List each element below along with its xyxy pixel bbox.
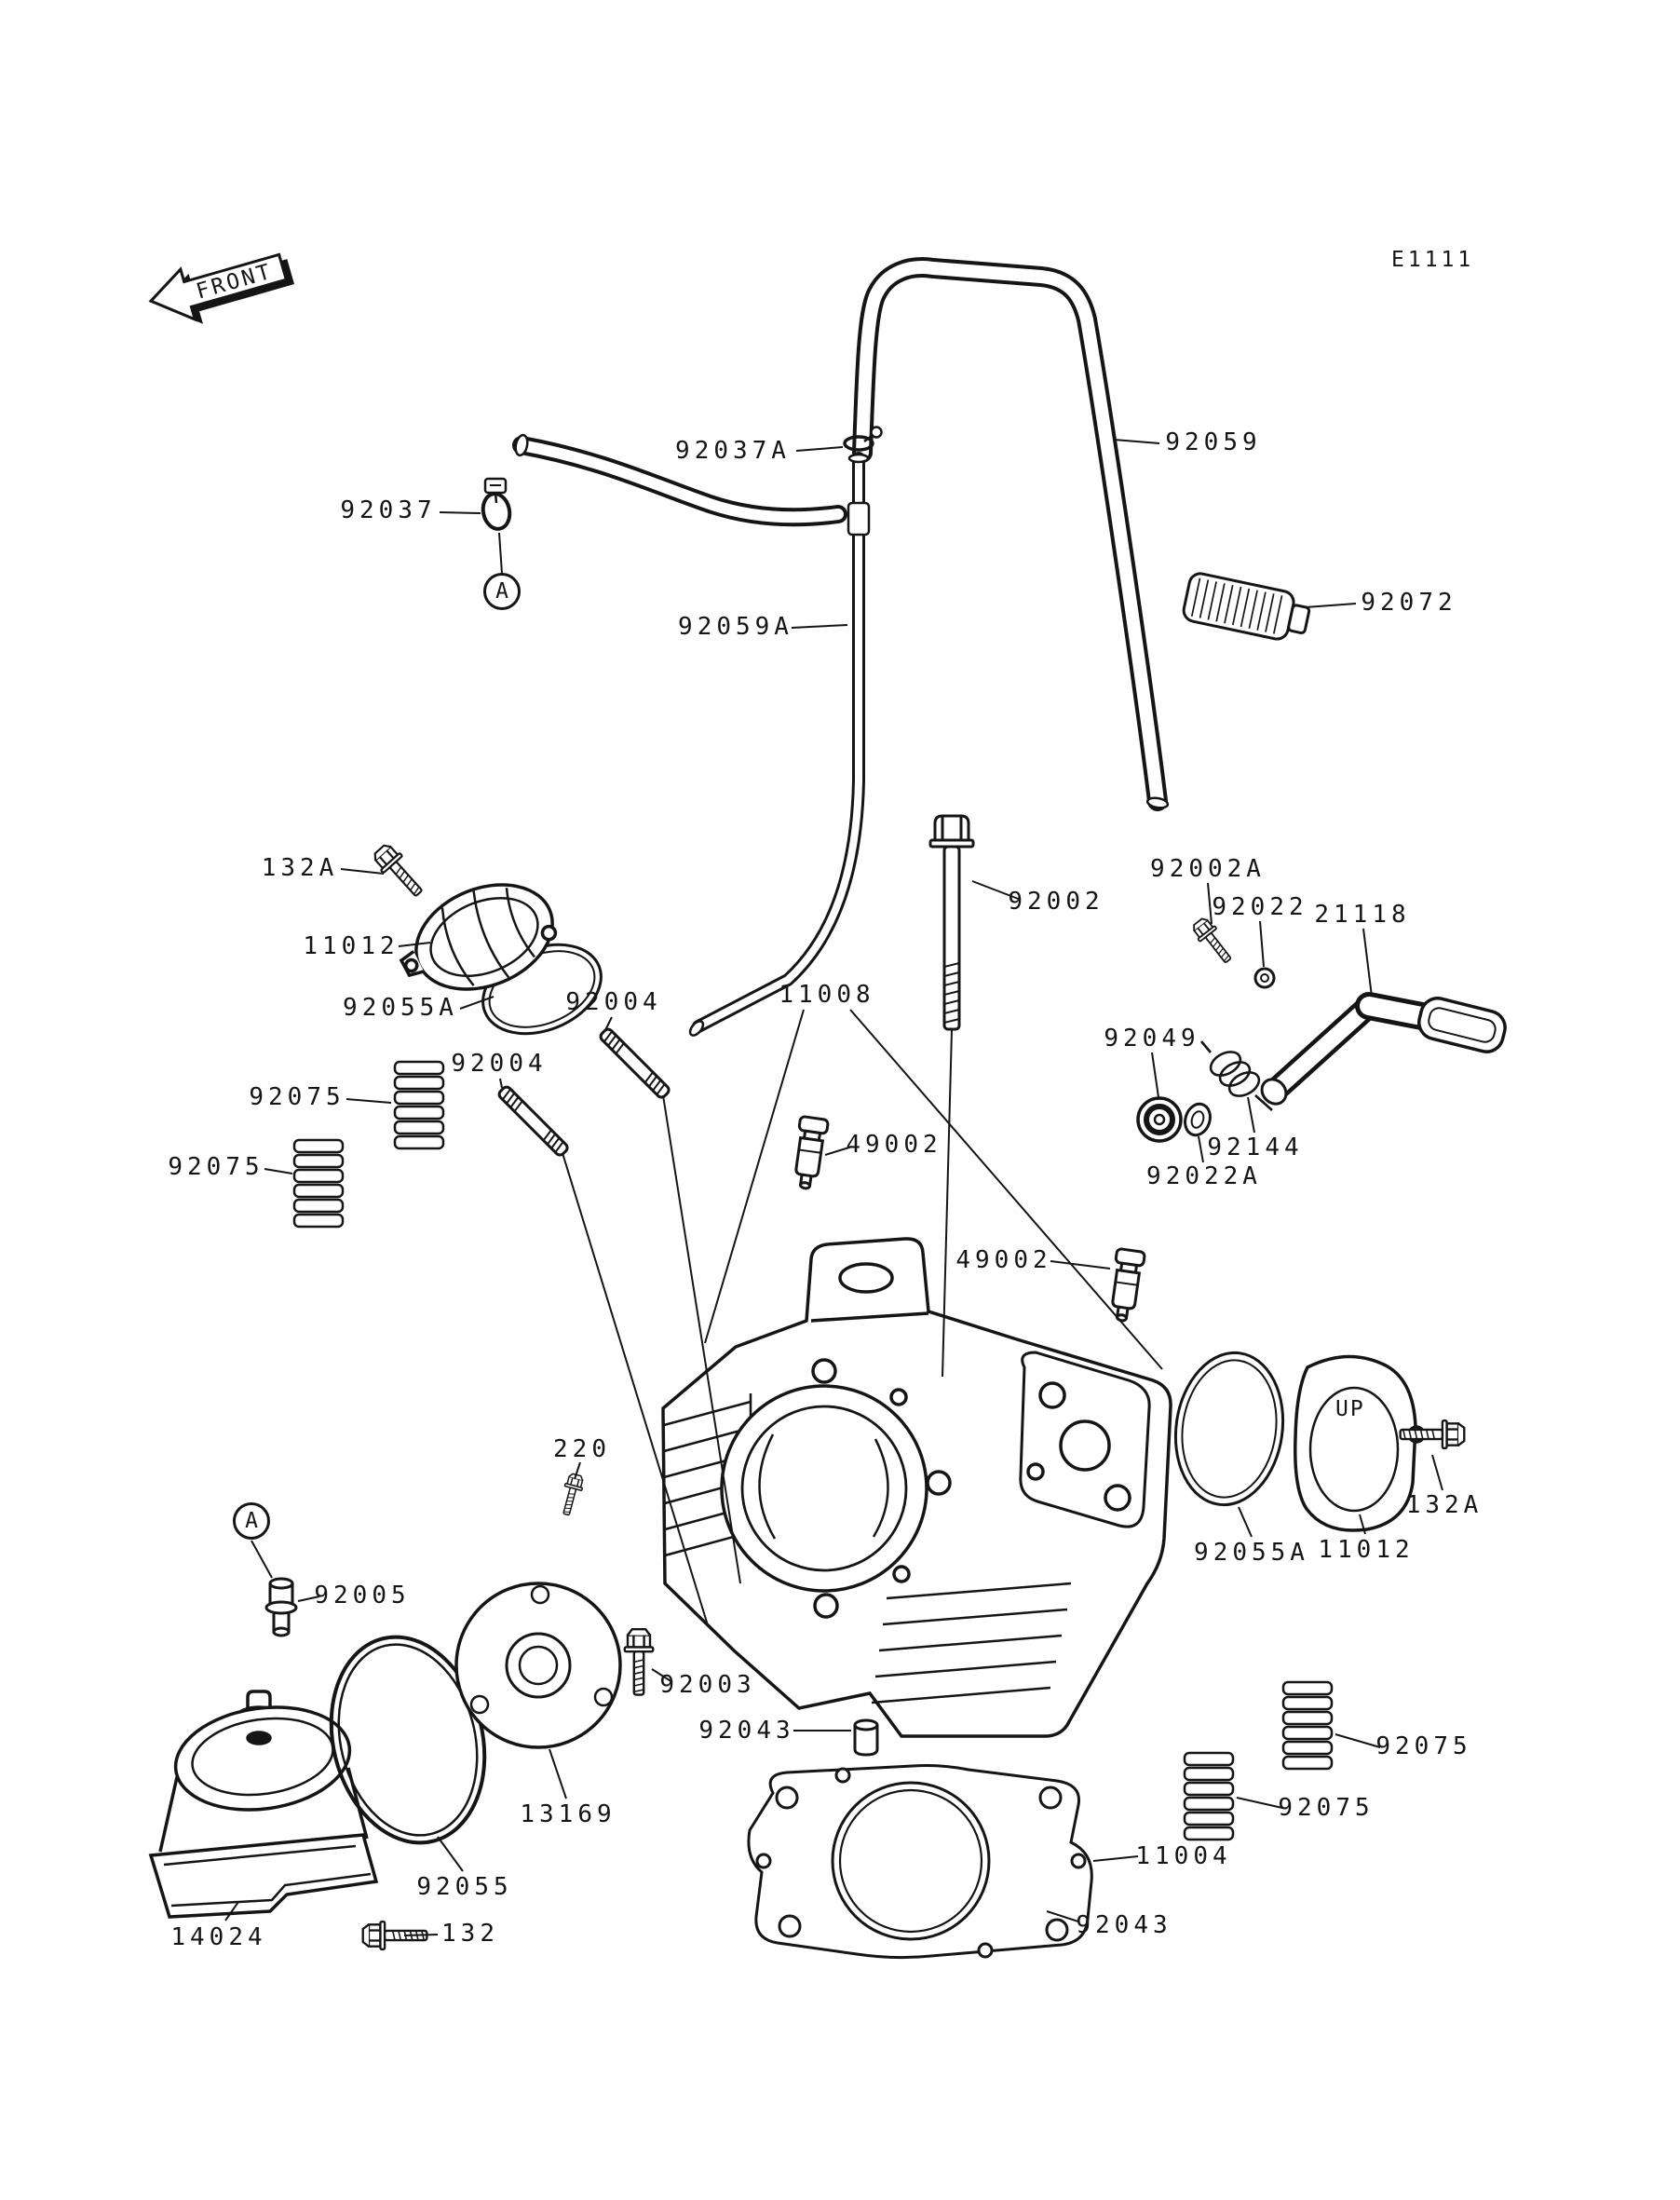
part-220-screw (557, 1472, 587, 1518)
part-14024-valve-cover (148, 1690, 379, 1919)
part-92037-clamp (481, 477, 512, 531)
cap-up-label: UP (1335, 1397, 1365, 1421)
part-11012-cap-right: UP (1294, 1354, 1426, 1532)
part-92059a-pipe (688, 452, 871, 1037)
part-92043-pin-upper (853, 1718, 879, 1757)
part-92004-stud-lower (495, 1083, 571, 1159)
part-132a-bolt-left (369, 839, 430, 903)
part-92037a-clamp (843, 426, 883, 452)
part-92075-damper-right-upper (1281, 1680, 1334, 1771)
part-92059a-hose-left (512, 433, 847, 527)
part-92055a-gasket-right (1173, 1351, 1285, 1507)
part-92075-damper-left-lower (292, 1138, 345, 1229)
part-92004-stud-upper (597, 1025, 672, 1101)
part-92049-seal (1136, 1096, 1183, 1143)
part-92003-bolt (623, 1627, 655, 1696)
part-49002-plug-upper (789, 1114, 831, 1192)
front-arrow-icon: FRONT (148, 252, 295, 324)
part-92144-spring (1200, 1040, 1273, 1111)
part-92002-bolt (928, 814, 975, 1031)
part-13169-plate (454, 1582, 622, 1749)
part-92059-hose (852, 257, 1170, 811)
part-11012-cap-left (399, 883, 558, 991)
part-92072-clamp (1182, 572, 1311, 641)
page-code: E1111 (1391, 248, 1475, 272)
part-21118-lever (1260, 992, 1507, 1106)
part-92002a-bolt (1188, 914, 1238, 969)
part-92005-fitting (264, 1577, 298, 1637)
part-11008-cylinder-head (661, 1237, 1172, 1738)
part-11004-gasket (747, 1764, 1093, 1960)
part-92075-damper-left-upper (393, 1060, 445, 1150)
leader-lines (224, 439, 1443, 1936)
part-92022-washer (1253, 967, 1276, 989)
part-92075-damper-right-lower (1183, 1751, 1235, 1841)
part-92022a-washer (1184, 1102, 1212, 1137)
